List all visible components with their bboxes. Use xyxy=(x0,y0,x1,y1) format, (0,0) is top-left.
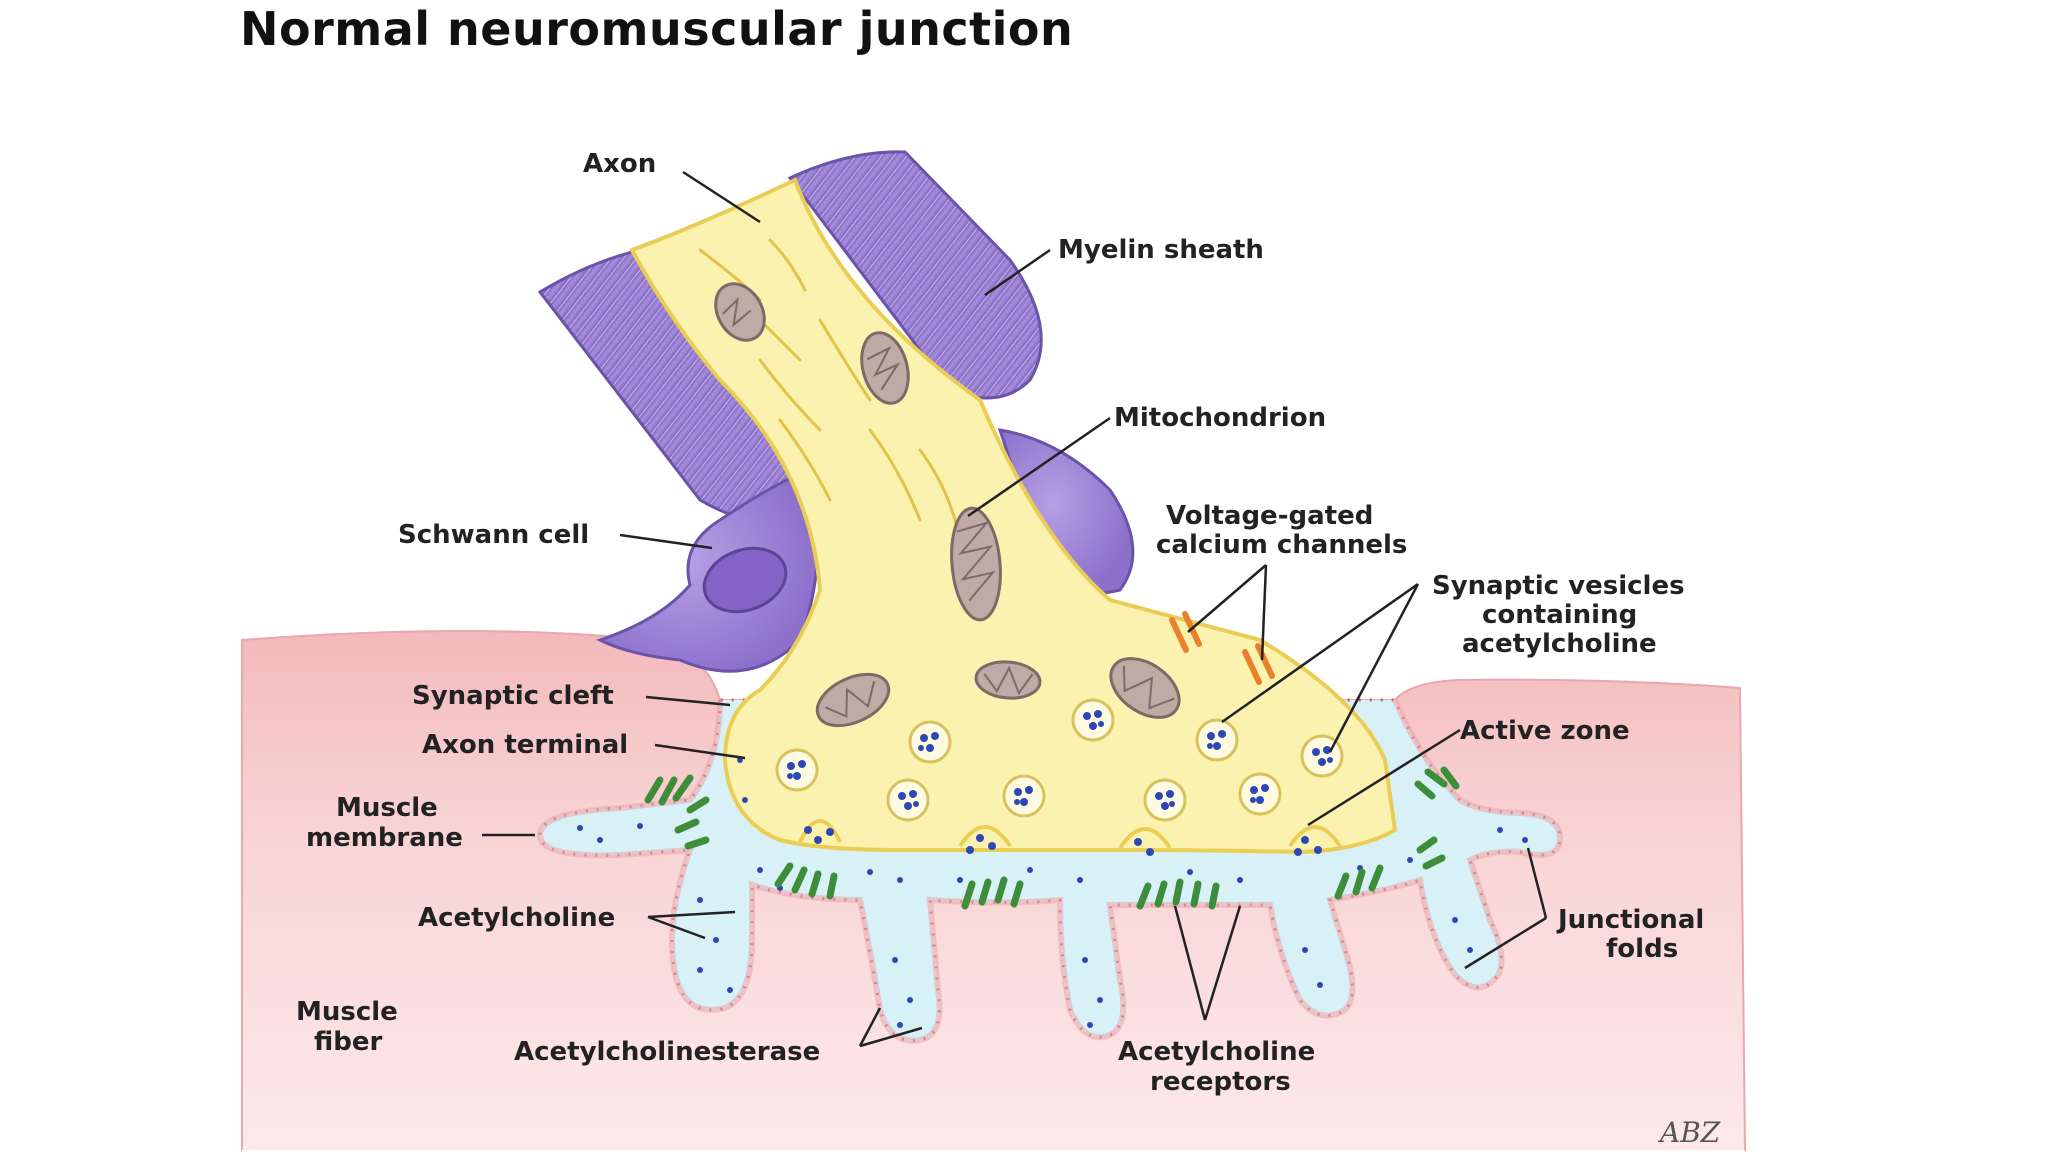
label-axon-terminal: Axon terminal xyxy=(422,730,628,760)
label-ach-receptors-line2: receptors xyxy=(1150,1067,1291,1097)
labels: Axon Myelin sheath Mitochondrion Schwann… xyxy=(296,149,1721,1149)
label-muscle-fiber-line2: fiber xyxy=(314,1027,383,1057)
label-synaptic-cleft: Synaptic cleft xyxy=(412,681,614,711)
synaptic-vesicles xyxy=(775,698,1344,822)
vesicle-acetylcholine xyxy=(787,710,1333,810)
label-vesicles-line3: acetylcholine xyxy=(1462,629,1657,659)
label-junctional-folds-line1: Junctional xyxy=(1556,905,1704,935)
cleft-acetylcholine xyxy=(577,757,1528,1028)
label-vgcc-line2: calcium channels xyxy=(1156,530,1407,560)
leader-lines xyxy=(482,170,1548,1048)
label-muscle-membrane-line1: Muscle xyxy=(336,793,438,823)
slide-title: Normal neuromuscular junction xyxy=(240,2,1074,56)
label-axon: Axon xyxy=(583,149,656,179)
calcium-channels xyxy=(1169,611,1275,685)
mitochondria xyxy=(714,282,1181,728)
artist-signature: ABZ xyxy=(1657,1116,1721,1149)
label-muscle-fiber-line1: Muscle xyxy=(296,997,398,1027)
label-junctional-folds-line2: folds xyxy=(1606,934,1678,964)
label-ach-receptors-line1: Acetylcholine xyxy=(1118,1037,1315,1067)
label-acetylcholine: Acetylcholine xyxy=(418,903,615,933)
axon-terminal xyxy=(629,177,1398,855)
label-myelin-sheath: Myelin sheath xyxy=(1058,235,1264,265)
label-mitochondrion: Mitochondrion xyxy=(1114,403,1326,433)
label-muscle-membrane-line2: membrane xyxy=(306,823,463,853)
label-vesicles-line1: Synaptic vesicles xyxy=(1432,571,1685,601)
label-vgcc-line1: Voltage-gated xyxy=(1166,501,1373,531)
myelin-sheath-right xyxy=(787,150,1043,400)
label-acetylcholinesterase: Acetylcholinesterase xyxy=(514,1037,820,1067)
label-vesicles-line2: containing xyxy=(1482,600,1637,630)
label-schwann-cell: Schwann cell xyxy=(398,520,589,550)
acetylcholine-receptors xyxy=(644,766,1460,910)
label-active-zone: Active zone xyxy=(1460,716,1630,746)
